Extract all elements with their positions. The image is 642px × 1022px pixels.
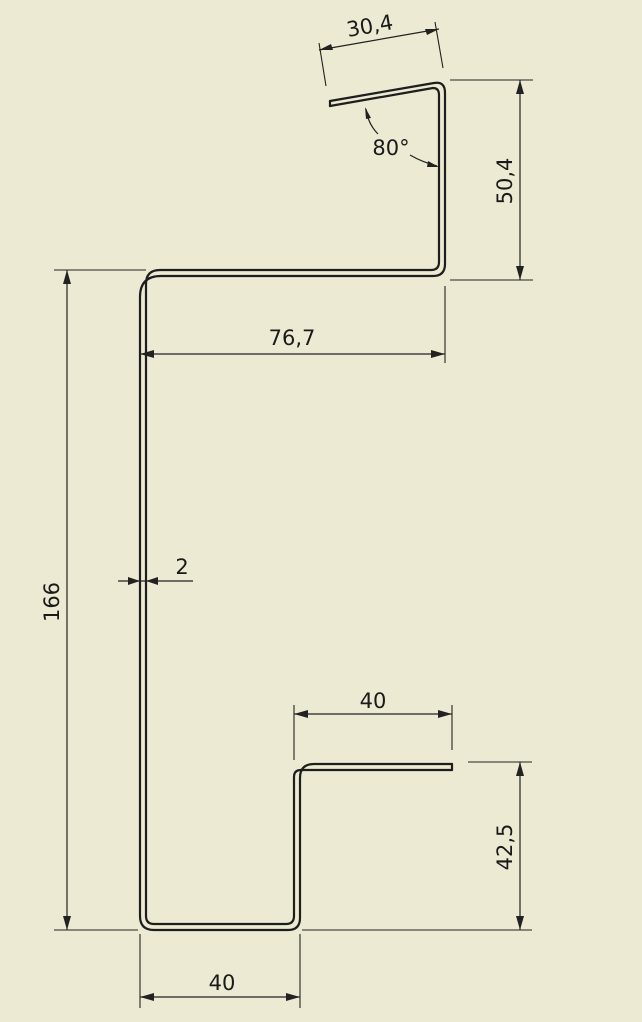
dimension-label-bottom-flange-width: 40 xyxy=(209,971,236,995)
profile-inner-outline xyxy=(144,86,454,926)
dimension-bottom-flange-width: 40 xyxy=(139,934,301,1008)
dimension-label-bottom-lip-width: 40 xyxy=(360,689,387,713)
dimension-label-thickness: 2 xyxy=(175,555,188,579)
dimension-top-lip-angle: 80° xyxy=(365,107,439,167)
dimension-top-flange-height: 50,4 xyxy=(450,79,533,281)
dimension-label-top-flange-width: 76,7 xyxy=(269,326,316,350)
dimension-label-top-flange-height: 50,4 xyxy=(493,158,517,205)
dimension-label-top-lip-angle: 80° xyxy=(372,136,409,160)
dimension-thickness: 2 xyxy=(118,555,193,585)
dimension-bottom-lip-height: 42,5 xyxy=(302,761,532,931)
dimension-top-lip-length: 30,4 xyxy=(318,10,444,87)
dimension-top-flange-width: 76,7 xyxy=(140,286,446,363)
dimension-bottom-lip-width: 40 xyxy=(293,689,453,760)
dimension-label-web-height: 166 xyxy=(40,582,64,622)
dimension-label-top-lip-length: 30,4 xyxy=(345,10,395,42)
dimension-web-height: 166 xyxy=(40,269,146,931)
dimension-label-bottom-lip-height: 42,5 xyxy=(493,824,517,871)
profile-outer-outline xyxy=(138,81,454,932)
